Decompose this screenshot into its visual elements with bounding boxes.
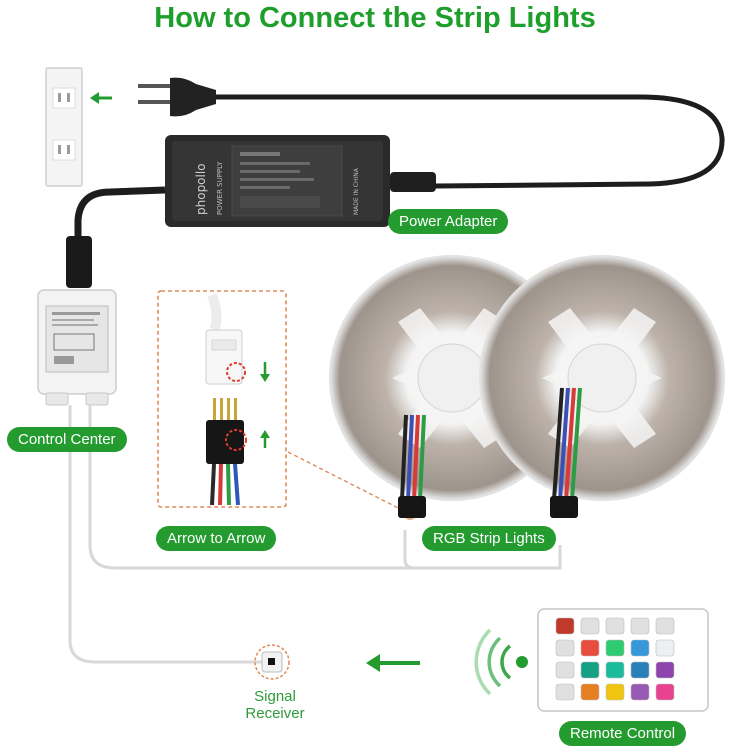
ac-plug: [138, 77, 216, 117]
remote-key: [555, 683, 575, 701]
ac-cable: [216, 94, 725, 189]
remote-key: [605, 683, 625, 701]
remote-key: [655, 617, 675, 635]
control-center-label: Control Center: [7, 427, 127, 452]
strip-link-wire: [403, 530, 416, 570]
arrow-up-icon: [260, 430, 270, 448]
remote-key: [580, 617, 600, 635]
controller-to-strip-wire: [88, 405, 562, 570]
adapter-made-in: MADE IN CHINA: [353, 167, 360, 215]
female-connector: [205, 293, 246, 385]
led-strip-reel-right: [479, 255, 725, 518]
dc-cable: [74, 186, 166, 240]
adapter-panel-title: POWER SUPPLY: [216, 161, 224, 215]
remote-key: [655, 661, 675, 679]
receiver-wire: [68, 405, 262, 664]
male-pin-connector: [206, 398, 247, 506]
remote-control: [537, 608, 709, 712]
remote-key: [630, 683, 650, 701]
signal-receiver: [254, 644, 290, 680]
remote-key: [555, 661, 575, 679]
power-adapter: phopollo POWER SUPPLY MADE IN CHINA: [165, 135, 436, 227]
remote-key: [605, 639, 625, 657]
remote-key: [605, 661, 625, 679]
remote-key: [630, 617, 650, 635]
remote-key: [580, 639, 600, 657]
arrow-left-icon: [366, 654, 420, 672]
wireless-signal-icon: [474, 628, 528, 696]
remote-key: [630, 639, 650, 657]
signal-receiver-label-line2: Receiver: [245, 705, 305, 722]
remote-key: [605, 617, 625, 635]
power-adapter-label: Power Adapter: [388, 209, 509, 234]
control-center-box: [37, 289, 117, 406]
remote-key: [555, 639, 575, 657]
arrow-to-arrow-label: Arrow to Arrow: [156, 526, 277, 551]
remote-key: [630, 661, 650, 679]
arrow-left-icon: [90, 92, 112, 104]
remote-control-label: Remote Control: [559, 721, 687, 746]
remote-key: [555, 617, 575, 635]
signal-receiver-label: Signal Receiver: [232, 688, 318, 722]
remote-key: [655, 639, 675, 657]
arrow-down-icon: [260, 362, 270, 382]
remote-key: [580, 683, 600, 701]
adapter-brand: phopollo: [194, 163, 208, 215]
wall-outlet: [45, 67, 83, 187]
remote-key: [655, 683, 675, 701]
remote-key: [580, 661, 600, 679]
signal-receiver-label-line1: Signal: [254, 688, 296, 705]
rgb-strip-lights-label: RGB Strip Lights: [422, 526, 556, 551]
dc-plug: [66, 236, 92, 288]
diagram-title: How to Connect the Strip Lights: [154, 2, 596, 34]
